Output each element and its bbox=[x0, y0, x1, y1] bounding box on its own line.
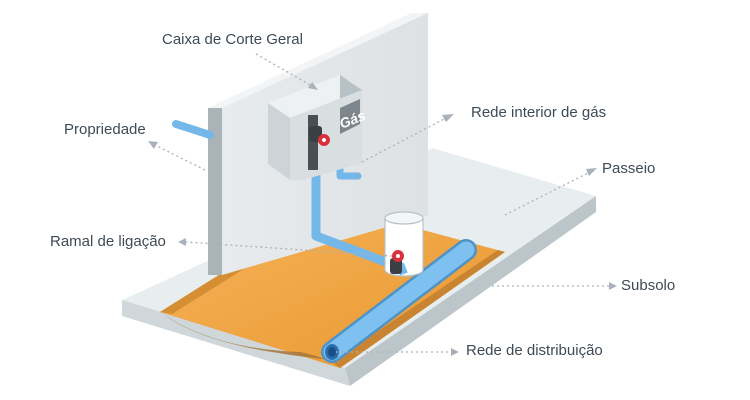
leader-ramal bbox=[178, 238, 393, 257]
leader-rede-interior bbox=[361, 114, 454, 163]
label-caixa-de-corte-geral: Caixa de Corte Geral bbox=[162, 31, 303, 48]
leader-propriedade bbox=[148, 141, 206, 171]
label-propriedade: Propriedade bbox=[64, 121, 146, 138]
main-valve-icon bbox=[309, 126, 330, 146]
label-subsolo: Subsolo bbox=[621, 277, 676, 294]
leader-subsolo bbox=[492, 282, 617, 290]
property-stub-pipe bbox=[172, 120, 214, 139]
label-rede-interior-de-gas: Rede interior de gás bbox=[471, 104, 607, 121]
label-ramal-de-ligacao: Ramal de ligação bbox=[50, 233, 166, 250]
service-valve-icon bbox=[390, 250, 404, 274]
label-passeio: Passeio bbox=[602, 160, 656, 177]
leader-passeio bbox=[504, 168, 597, 216]
distribution-main-pipe bbox=[321, 239, 477, 363]
label-rede-de-distribuicao: Rede de distribuição bbox=[466, 342, 603, 359]
leader-caixa bbox=[255, 53, 318, 90]
cutoff-box: Gás bbox=[268, 75, 368, 180]
leader-rede-distribuicao bbox=[336, 348, 459, 356]
